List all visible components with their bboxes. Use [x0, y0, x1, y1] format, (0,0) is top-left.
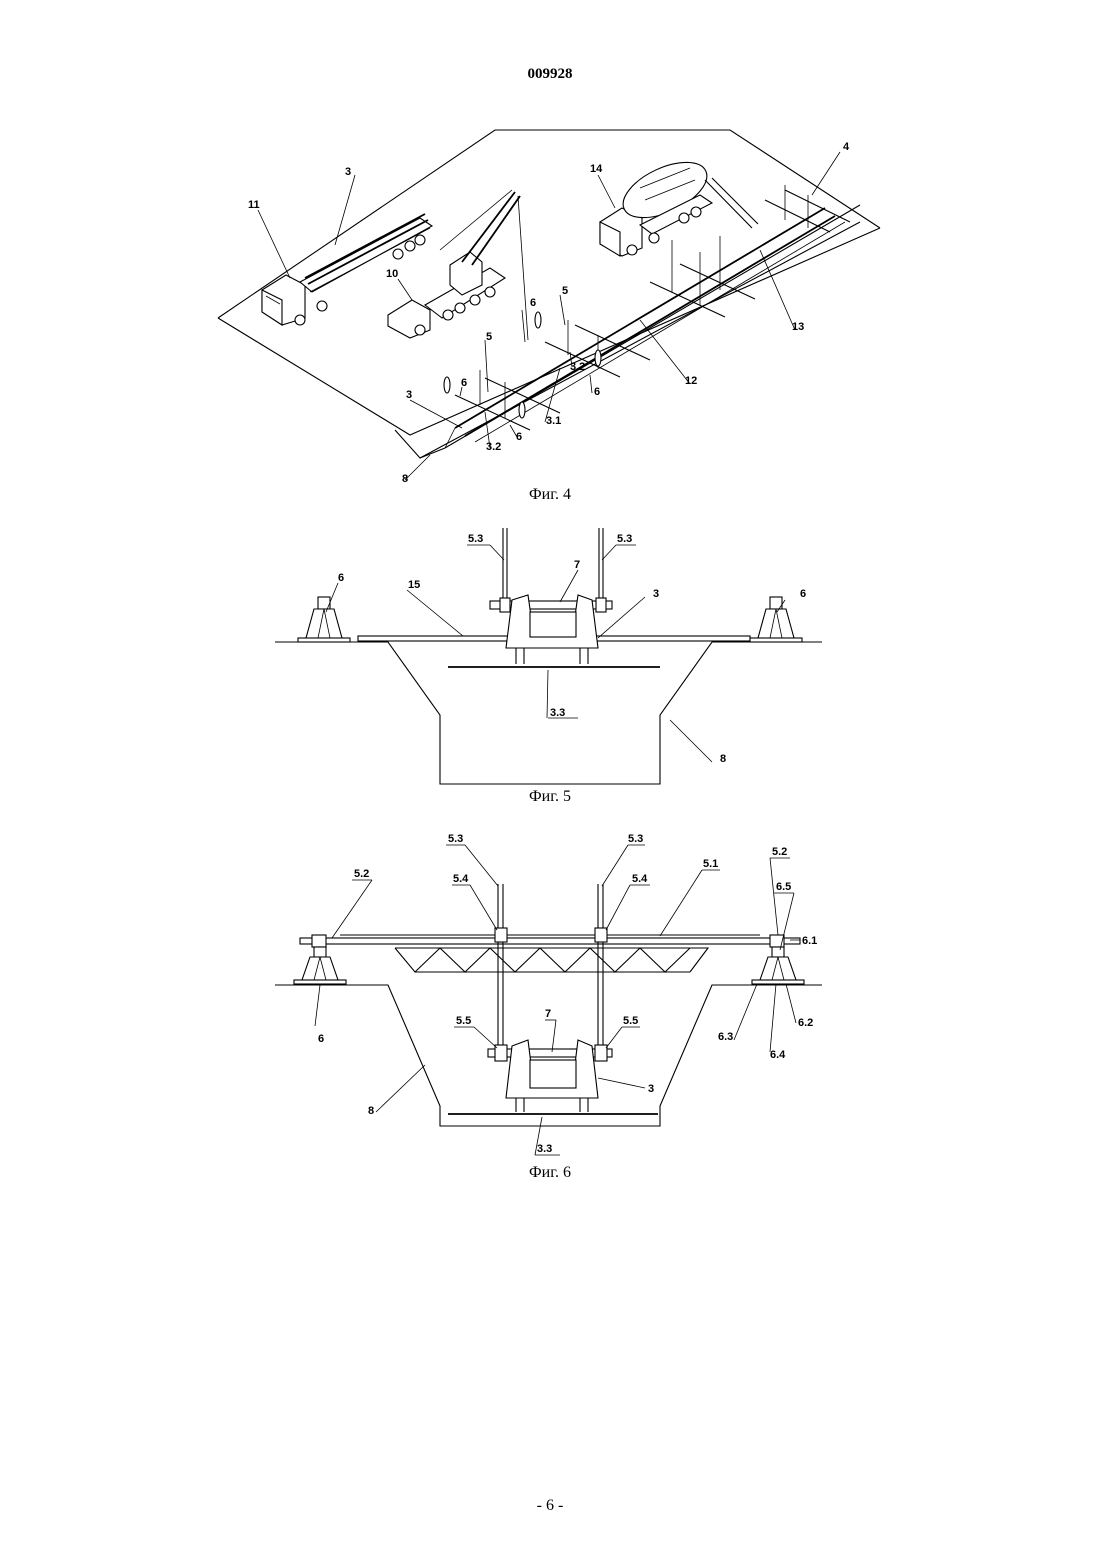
- figure-6-drawing: 5.3 5.3 5.2 5.4 5.4 5.1 5.2 6.5 6.1 6 5.…: [0, 0, 1100, 1200]
- fig6-label-5-4-left: 5.4: [453, 873, 469, 885]
- fig6-label-6-2: 6.2: [798, 1017, 813, 1029]
- fig6-label-5-4-right: 5.4: [632, 873, 648, 885]
- fig6-label-3-3: 3.3: [537, 1143, 552, 1155]
- fig6-label-6: 6: [318, 1033, 324, 1045]
- fig6-label-6-1: 6.1: [802, 935, 817, 947]
- fig6-label-6-3: 6.3: [718, 1031, 733, 1043]
- fig6-label-5-5-left: 5.5: [456, 1015, 471, 1027]
- fig6-label-5-1: 5.1: [703, 858, 718, 870]
- fig6-label-7: 7: [545, 1008, 551, 1020]
- figure-6-caption: Фиг. 6: [0, 1164, 1100, 1182]
- fig6-label-6-4: 6.4: [770, 1049, 786, 1061]
- figure-6-leaders: [315, 845, 800, 1155]
- fig6-label-5-2-left: 5.2: [354, 868, 369, 880]
- fig6-label-5-2-right: 5.2: [772, 846, 787, 858]
- fig6-label-6-5: 6.5: [776, 881, 791, 893]
- page-number: - 6 -: [0, 1497, 1100, 1515]
- fig6-label-5-5-right: 5.5: [623, 1015, 638, 1027]
- fig6-label-3: 3: [648, 1083, 654, 1095]
- fig6-label-5-3-left: 5.3: [448, 833, 463, 845]
- support-6-right-fig6: [752, 947, 804, 984]
- fig6-label-5-3-right: 5.3: [628, 833, 643, 845]
- fig6-label-8: 8: [368, 1105, 374, 1117]
- support-6-left-fig6: [294, 947, 346, 984]
